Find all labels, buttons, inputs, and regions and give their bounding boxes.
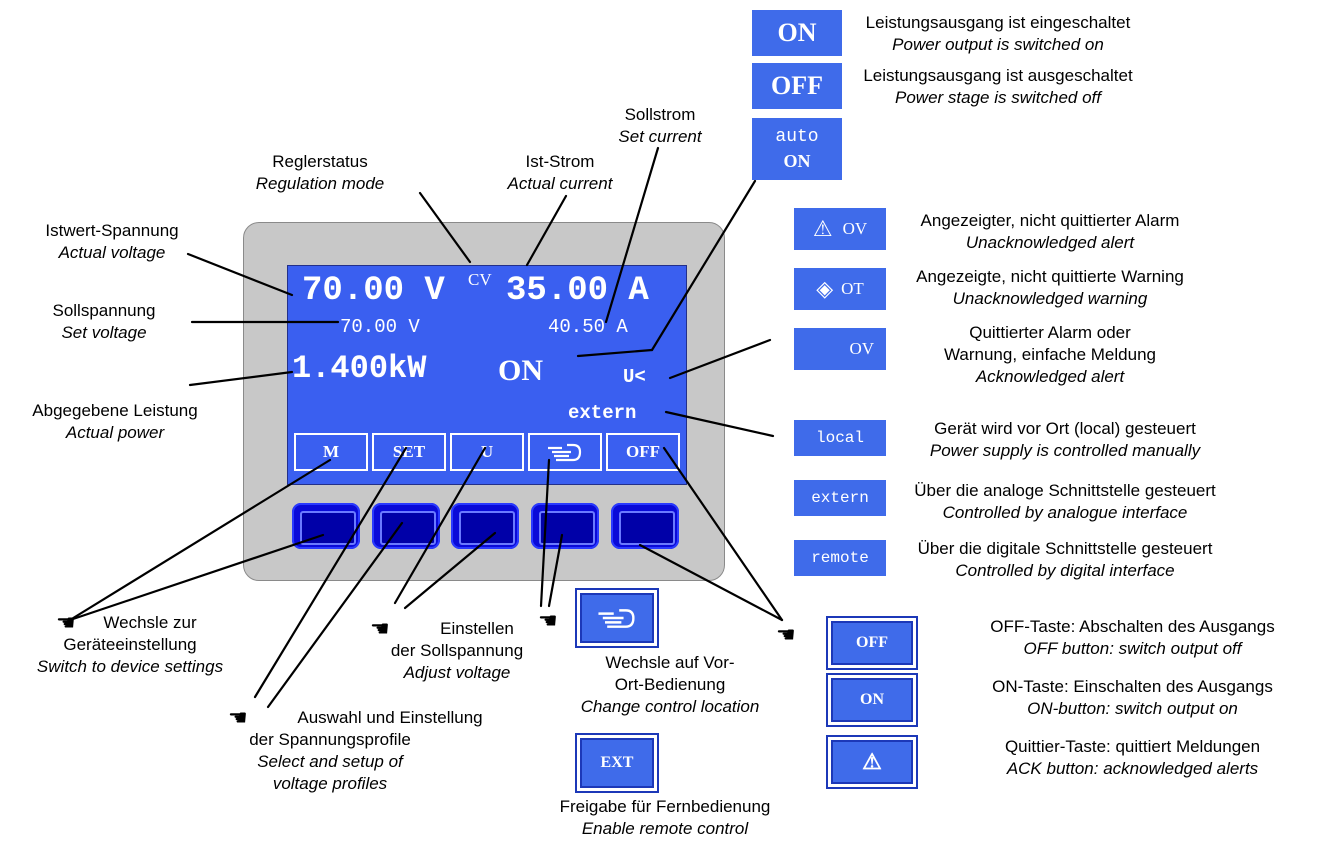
hand-pointer-icon: ☚ <box>228 705 248 730</box>
label-extern: Über die analoge Schnittstelle gesteuert… <box>914 481 1216 522</box>
label-remote: Über die digitale Schnittstelle gesteuer… <box>917 539 1213 580</box>
change-location-button[interactable] <box>575 588 659 648</box>
power-value: 1.400kW <box>292 350 427 387</box>
warning-icon: ⚠ <box>812 216 833 241</box>
on-button[interactable]: ON <box>826 673 918 727</box>
hand-pointer-icon: ☚ <box>776 622 796 647</box>
indicator-remote: remote <box>794 540 886 576</box>
off-button[interactable]: OFF <box>826 616 918 670</box>
hand-icon <box>548 443 582 462</box>
regulation-mode-value: CV <box>468 270 492 289</box>
indicator-ot-warning: ◈OT <box>794 268 886 310</box>
hand-pointer-icon: ☚ <box>370 616 390 641</box>
hand-icon <box>598 609 635 628</box>
warning-diamond-icon: ◈ <box>816 276 834 301</box>
indicator-ov-alert: ⚠OV <box>794 208 886 250</box>
control-location-indicator: extern <box>568 402 637 424</box>
ext-button[interactable]: EXT <box>575 733 659 793</box>
hand-pointer-icon: ☚ <box>56 610 76 635</box>
hardware-key-5[interactable] <box>611 503 679 549</box>
set-current-value: 40.50 A <box>548 316 628 338</box>
actual-voltage-value: 70.00 V <box>302 272 445 310</box>
actual-current-value: 35.00 A <box>506 272 649 310</box>
warning-icon: ⚠ <box>862 749 882 774</box>
display-screen: 70.00 V CV 35.00 A 70.00 V 40.50 A 1.400… <box>287 265 687 485</box>
label-change-location: Wechsle auf Vor- Ort-Bedienung Change co… <box>580 653 760 716</box>
softkey-off: OFF <box>606 433 680 471</box>
output-state-value: ON <box>498 354 543 387</box>
indicator-on: ON <box>752 10 842 56</box>
softkey-hand <box>528 433 602 471</box>
hand-pointer-icon: ☚ <box>538 608 558 633</box>
indicator-extern: extern <box>794 480 886 516</box>
label-adjust-voltage: Einstellen der Sollspannung Adjust volta… <box>390 619 524 682</box>
indicator-ov-ack: OV <box>794 328 886 370</box>
hardware-key-4[interactable] <box>531 503 599 549</box>
softkey-u: U <box>450 433 524 471</box>
label-switch-settings: Wechsle zur Geräteeinstellung Switch to … <box>36 613 224 676</box>
indicator-off: OFF <box>752 63 842 109</box>
ack-button[interactable]: ⚠ <box>826 735 918 789</box>
softkey-m: M <box>294 433 368 471</box>
undervoltage-indicator: U< <box>623 366 646 388</box>
hardware-key-2[interactable] <box>372 503 440 549</box>
indicator-local: local <box>794 420 886 456</box>
label-voltage-profiles: Auswahl und Einstellung der Spannungspro… <box>249 708 483 793</box>
set-voltage-value: 70.00 V <box>340 316 420 338</box>
